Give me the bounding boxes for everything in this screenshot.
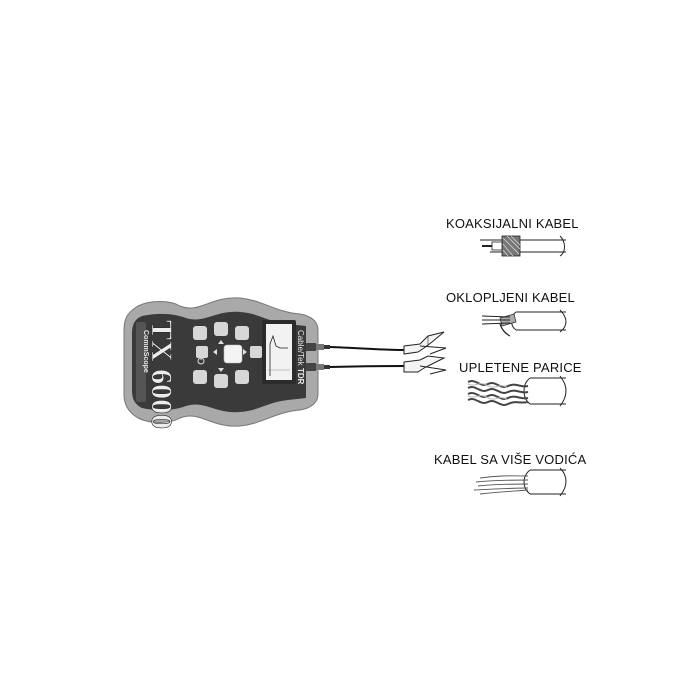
key-top-left[interactable] [193,326,207,340]
alligator-clip-bottom [403,355,447,375]
coax-cable-label: KOAKSIJALNI KABEL [446,216,579,231]
test-leads [329,331,447,375]
left-arrow-icon [213,349,217,355]
twisted-pair-cable-drawing [467,375,567,407]
key-bottom-middle[interactable] [214,374,228,388]
right-arrow-icon [243,349,247,355]
tdr-device: CommScope TX 6000 Cable/Tek TDR [123,297,330,429]
key-top-right[interactable] [235,326,249,340]
lead-wire-top [329,346,406,351]
brand-text: Cable/Tek [296,330,305,367]
alligator-clip-top [403,331,447,355]
multi-conductor-cable-drawing [473,467,567,497]
shielded-cable-label: OKLOPLJENI KABEL [446,290,575,305]
power-icon [197,356,205,365]
coax-cable-drawing [480,235,566,257]
down-arrow-icon [218,368,224,372]
key-top-middle[interactable] [214,322,228,336]
key-right[interactable] [250,346,262,358]
key-bottom-left[interactable] [193,370,207,384]
key-bottom-right[interactable] [235,370,249,384]
shielded-cable-drawing [481,309,567,337]
model-text: TX 6000 [145,320,178,429]
bnc-connector-bottom [306,363,330,371]
key-left[interactable] [196,346,208,358]
up-arrow-icon [218,340,224,344]
lead-wire-bottom [329,365,406,368]
type-text: TDR [296,368,305,385]
multi-conductor-cable-label: KABEL SA VIŠE VODIĆA [434,452,587,467]
vendor-stripe [136,322,146,402]
key-center[interactable] [223,344,243,364]
bnc-connector-top [306,343,330,351]
lcd-waveform [269,334,288,376]
vendor-text: CommScope [142,330,149,373]
twisted-pair-cable-label: UPLETENE PARICE [459,360,582,375]
